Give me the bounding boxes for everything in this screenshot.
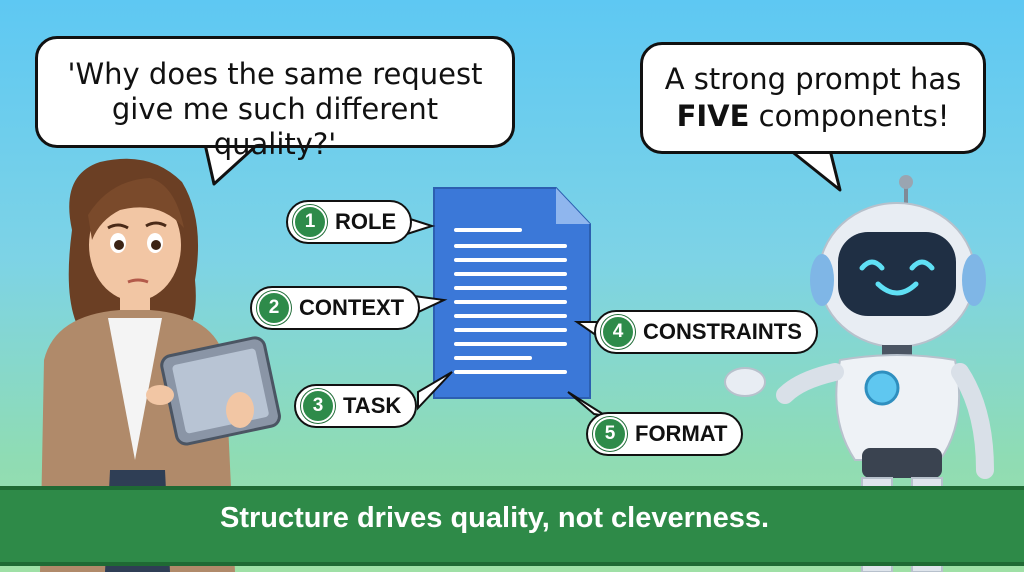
component-number-badge: 3 (301, 389, 335, 423)
robot-speech-bubble: A strong prompt has FIVE components! (640, 42, 986, 154)
component-pill-constraints: 4 CONSTRAINTS (594, 310, 818, 354)
banner-text: Structure drives quality, not cleverness… (220, 502, 770, 534)
speech-tail-right (788, 148, 842, 192)
component-number-badge: 4 (601, 315, 635, 349)
component-label: CONSTRAINTS (643, 319, 802, 344)
robot-speech-line-2: FIVE components! (653, 98, 973, 135)
bottom-banner (0, 486, 1024, 566)
robot-speech-line-1: A strong prompt has (664, 62, 962, 96)
component-label: TASK (343, 393, 402, 418)
component-number-badge: 5 (593, 417, 627, 451)
component-pill-context: 2 CONTEXT (250, 286, 421, 330)
component-label: ROLE (335, 209, 397, 234)
robot-speech-rest: components! (749, 99, 950, 133)
robot-speech-emphasis: FIVE (676, 99, 750, 133)
woman-speech-line-2: give me such different quality?' (111, 92, 439, 161)
document-icon (433, 187, 591, 399)
component-label: FORMAT (635, 421, 728, 446)
component-pill-role: 1 ROLE (286, 200, 413, 244)
woman-speech-line-1: 'Why does the same request (67, 57, 483, 91)
component-pill-format: 5 FORMAT (586, 412, 744, 456)
component-pill-task: 3 TASK (294, 384, 418, 428)
component-number-badge: 1 (293, 205, 327, 239)
component-label: CONTEXT (299, 295, 405, 320)
woman-speech-bubble: 'Why does the same request give me such … (35, 36, 515, 161)
component-number-badge: 2 (257, 291, 291, 325)
